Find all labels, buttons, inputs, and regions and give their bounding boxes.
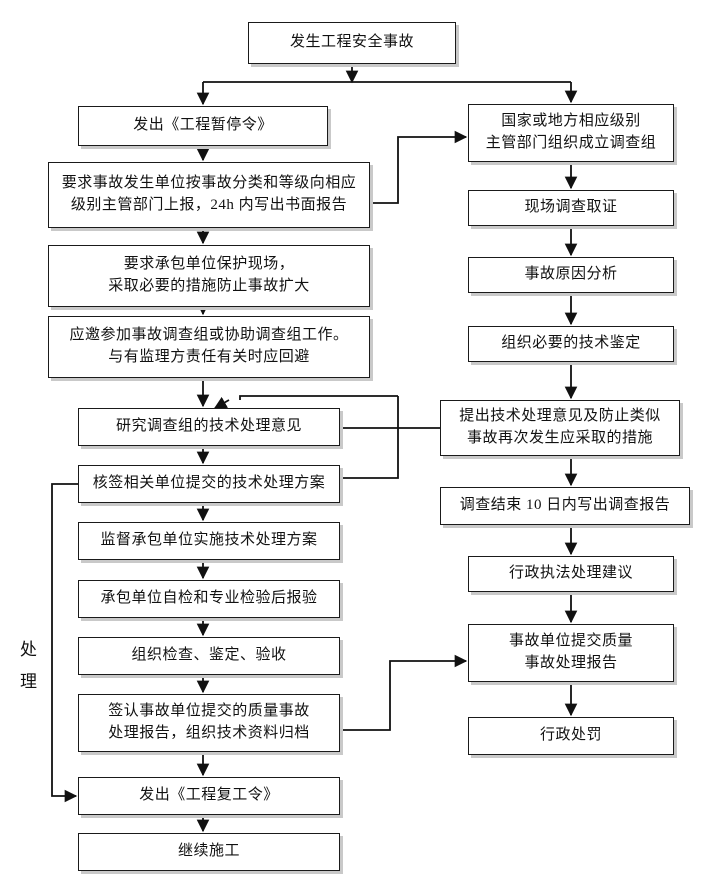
node-incident-occurs[interactable]: 发生工程安全事故 [248,22,456,64]
node-technical-appraisal[interactable]: 组织必要的技术鉴定 [468,326,674,362]
node-organize-inspection-acceptance[interactable]: 组织检查、鉴定、验收 [78,637,340,675]
node-study-technical-opinion[interactable]: 研究调查组的技术处理意见 [78,408,340,446]
node-propose-measures[interactable]: 提出技术处理意见及防止类似 事故再次发生应采取的措施 [440,400,680,456]
node-submit-quality-accident-report[interactable]: 事故单位提交质量 事故处理报告 [468,624,674,682]
node-label: 现场调查取证 [524,199,618,216]
node-issue-resumption-order[interactable]: 发出《工程复工令》 [78,777,340,815]
node-establish-investigation-group[interactable]: 国家或地方相应级别 主管部门组织成立调查组 [468,104,674,162]
edge-n7-n12-loop [51,483,78,803]
node-label: 监督承包单位实施技术处理方案 [100,532,318,549]
node-continue-construction[interactable]: 继续施工 [78,833,340,871]
node-supervise-implementation[interactable]: 监督承包单位实施技术处理方案 [78,522,340,560]
edge-n11-n21 [340,654,468,731]
node-label: 组织检查、鉴定、验收 [131,647,287,664]
node-label: 国家或地方相应级别 主管部门组织成立调查组 [485,113,657,151]
node-label: 要求承包单位保护现场， 采取必要的措施防止事故扩大 [108,256,310,294]
node-label: 发出《工程复工令》 [139,787,279,804]
node-issue-suspension-order[interactable]: 发出《工程暂停令》 [78,106,328,146]
node-administrative-penalty[interactable]: 行政处罚 [468,717,674,755]
node-label: 行政执法处理建议 [508,565,633,582]
side-label-char-1: 处 [20,640,38,659]
node-label: 事故单位提交质量 事故处理报告 [508,633,633,671]
node-label: 组织必要的技术鉴定 [501,335,641,352]
node-self-inspection[interactable]: 承包单位自检和专业检验后报验 [78,580,340,618]
node-site-investigation-evidence[interactable]: 现场调查取证 [468,190,674,226]
node-label: 行政处罚 [539,727,602,744]
edge-bus-n6 [239,395,398,400]
node-label: 要求事故发生单位按事故分类和等级向相应 级别主管部门上报，24h 内写出书面报告 [61,175,357,213]
edge-bus-n6-arrow [213,396,230,409]
node-enforcement-recommendation[interactable]: 行政执法处理建议 [468,556,674,592]
node-cause-analysis[interactable]: 事故原因分析 [468,257,674,293]
node-label: 发出《工程暂停令》 [133,117,273,134]
node-require-report-24h[interactable]: 要求事故发生单位按事故分类和等级向相应 级别主管部门上报，24h 内写出书面报告 [48,162,370,228]
node-label: 提出技术处理意见及防止类似 事故再次发生应采取的措施 [459,408,661,446]
side-label-processing: 处 理 [16,634,42,699]
node-sign-quality-report-archive[interactable]: 签认事故单位提交的质量事故 处理报告，组织技术资料归档 [78,694,340,752]
node-label: 事故原因分析 [524,266,618,283]
node-label: 承包单位自检和专业检验后报验 [100,590,318,607]
side-label-char-2: 理 [20,672,38,692]
node-label: 继续施工 [177,843,240,860]
node-join-investigation-group[interactable]: 应邀参加事故调查组或协助调查组工作。 与有监理方责任有关时应回避 [48,316,370,378]
node-label: 调查结束 10 日内写出调查报告 [459,497,671,514]
node-label: 研究调查组的技术处理意见 [115,418,302,435]
edge-n18-elbow [340,396,399,479]
node-investigation-report-10days[interactable]: 调查结束 10 日内写出调查报告 [440,487,690,525]
node-label: 签认事故单位提交的质量事故 处理报告，组织技术资料归档 [108,703,310,741]
node-label: 发生工程安全事故 [289,34,414,51]
node-label: 核签相关单位提交的技术处理方案 [92,475,326,492]
edge-n3-n14 [370,130,468,204]
node-label: 应邀参加事故调查组或协助调查组工作。 与有监理方责任有关时应回避 [69,327,349,365]
node-protect-site[interactable]: 要求承包单位保护现场， 采取必要的措施防止事故扩大 [48,245,370,307]
edge-fork-bus [203,79,571,83]
node-countersign-technical-plan[interactable]: 核签相关单位提交的技术处理方案 [78,465,340,503]
